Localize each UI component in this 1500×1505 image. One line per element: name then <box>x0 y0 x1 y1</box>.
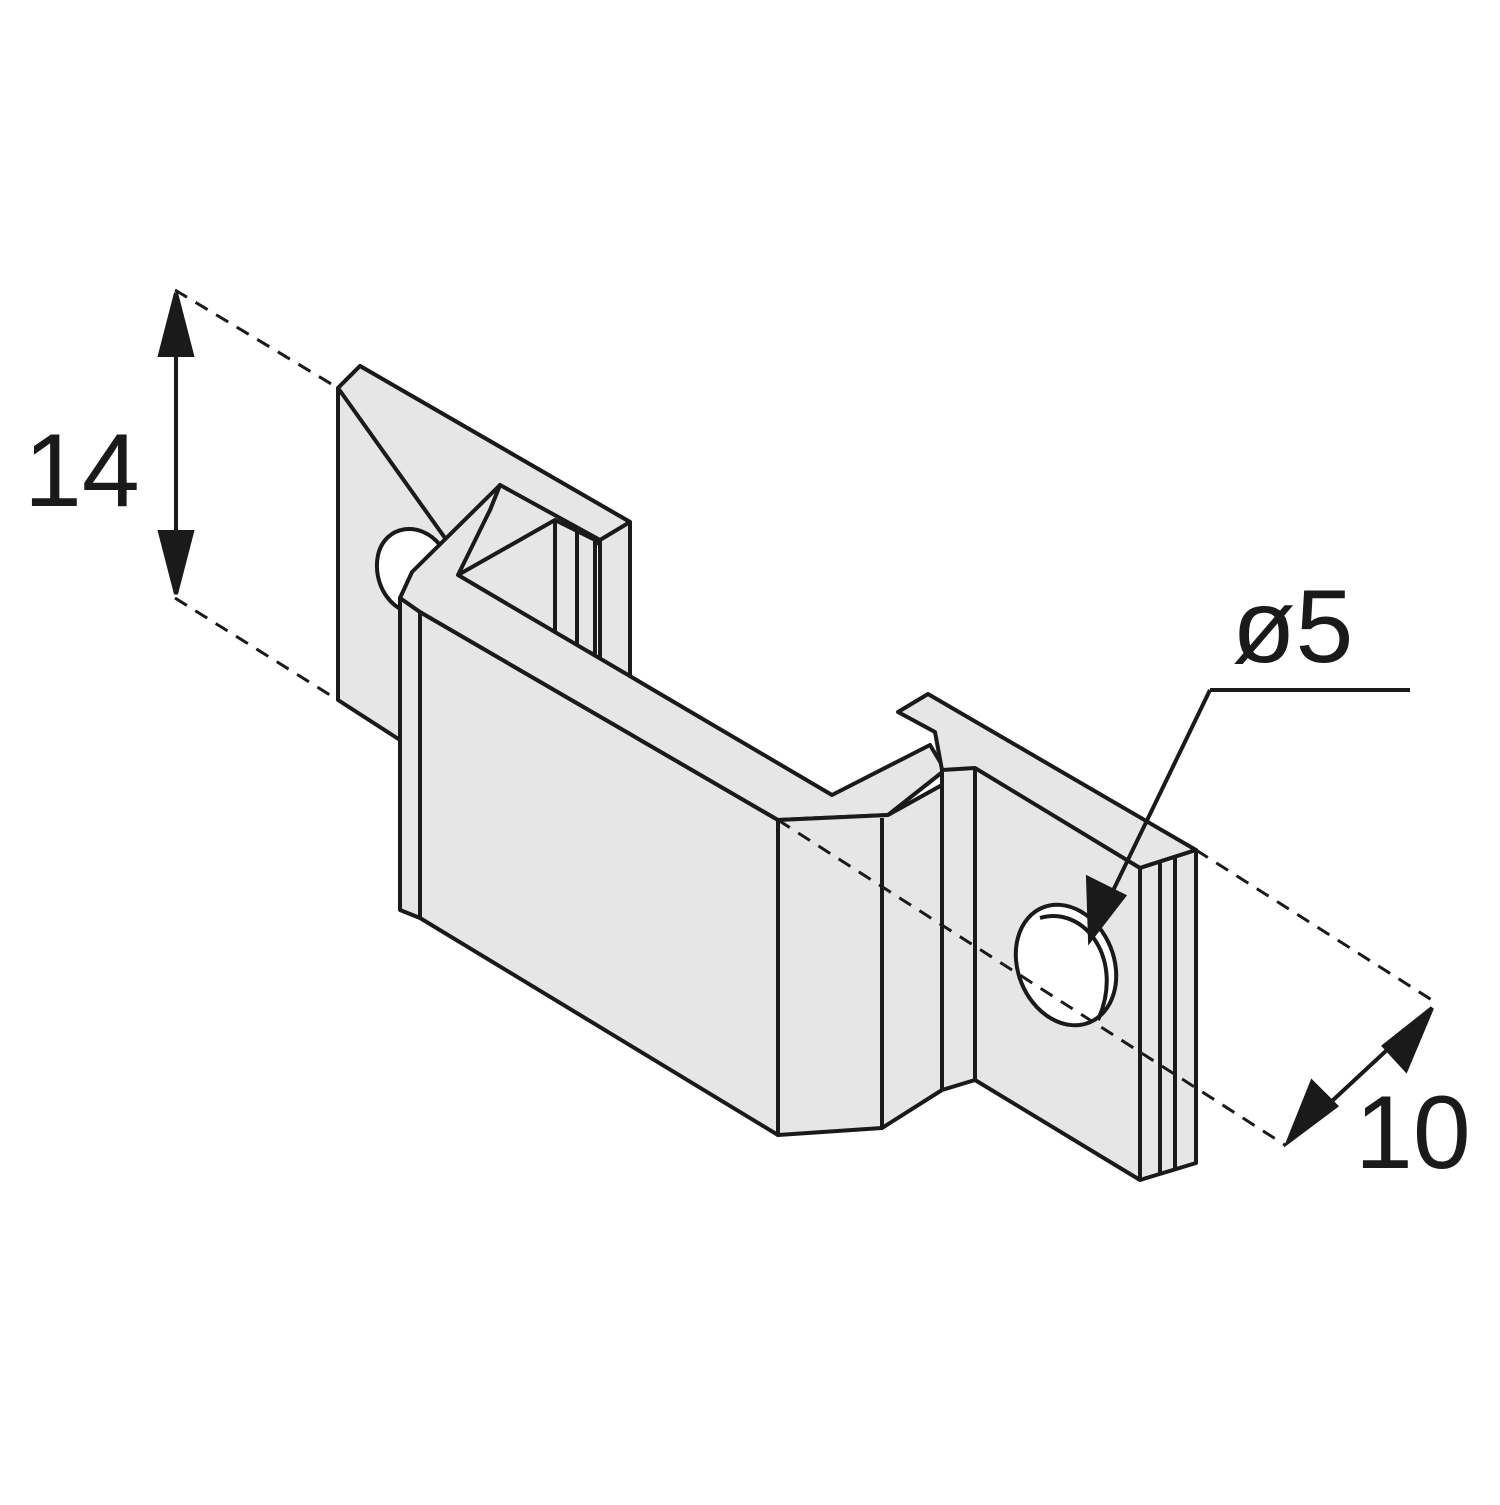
depth-dimension <box>1283 1006 1434 1148</box>
arrow-sw-icon <box>1283 1078 1340 1148</box>
body-front-face <box>398 596 422 920</box>
height-ext-top <box>174 288 339 390</box>
arrow-up-icon <box>157 292 195 357</box>
arrow-ne-icon <box>1381 1006 1434 1074</box>
hole-diameter-label: ø5 <box>1232 569 1353 685</box>
bracket-part <box>336 364 1198 1182</box>
height-dimension <box>157 292 195 595</box>
right-hole-inner-icon <box>1039 914 1109 1021</box>
leader-arrow-icon <box>1085 874 1128 946</box>
depth-ext-bottom <box>777 818 1286 1147</box>
depth-dimension-label: 10 <box>1355 1075 1471 1191</box>
right-tab-side <box>1138 848 1198 1182</box>
depth-ext-top <box>1195 848 1436 1004</box>
hole-leader <box>1085 688 1410 946</box>
height-dimension-label: 14 <box>24 413 140 529</box>
body-top-rim <box>398 483 947 822</box>
extension-lines <box>174 288 1436 1147</box>
arrow-down-icon <box>157 530 195 595</box>
height-ext-bottom <box>174 596 339 702</box>
